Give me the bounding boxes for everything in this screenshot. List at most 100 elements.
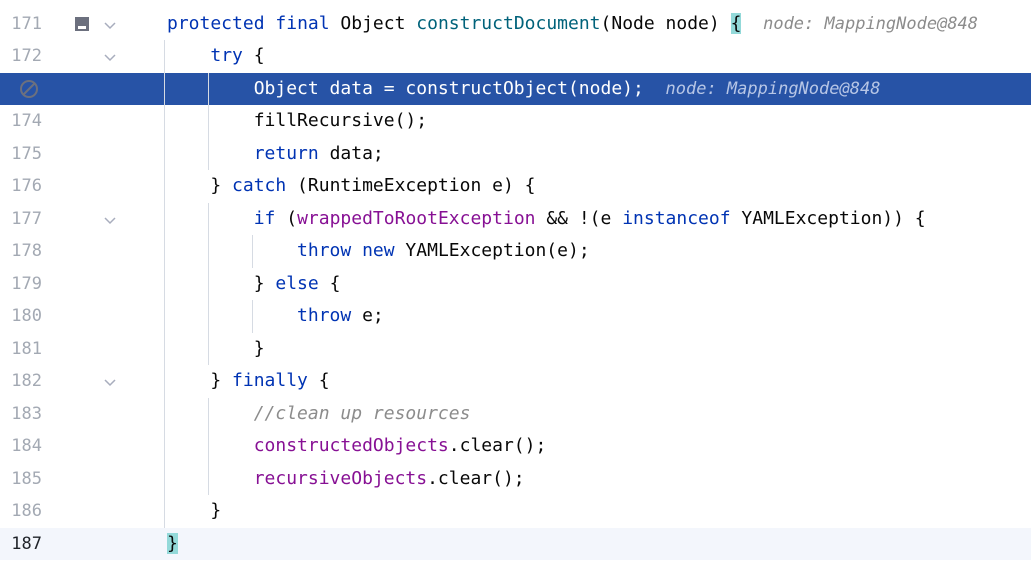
matched-brace: { — [730, 12, 742, 34]
code-token: && !(e — [535, 207, 623, 229]
line-number: 181 — [11, 338, 42, 359]
code-token — [167, 435, 254, 456]
code-line[interactable]: 177 if (wrappedToRootException && !(e in… — [0, 203, 1031, 236]
indent-guide — [252, 300, 253, 333]
code-text[interactable]: } else { — [167, 268, 341, 301]
keyword-token: throw — [297, 305, 352, 327]
code-line[interactable]: 182 } finally { — [0, 365, 1031, 398]
code-line[interactable]: 178 throw new YAMLException(e); — [0, 235, 1031, 268]
keyword-token: try — [210, 45, 243, 67]
line-number: 172 — [11, 46, 42, 67]
code-token: ( — [275, 207, 298, 229]
code-text[interactable]: constructedObjects.clear(); — [167, 430, 547, 463]
field-reference: recursiveObjects — [253, 467, 428, 489]
line-number: 171 — [11, 13, 42, 34]
indent-guide — [164, 40, 165, 528]
code-text[interactable]: } finally { — [167, 365, 330, 398]
code-token: } — [167, 272, 276, 294]
code-token — [167, 240, 297, 261]
code-line[interactable]: 186 } — [0, 495, 1031, 528]
chevron-down-icon[interactable] — [102, 212, 118, 228]
line-number: 182 — [11, 371, 42, 392]
line-number: 176 — [11, 176, 42, 197]
code-text[interactable]: fillRecursive(); — [167, 105, 427, 138]
code-text[interactable]: } — [167, 495, 221, 528]
code-line[interactable]: 179 } else { — [0, 268, 1031, 301]
code-token: YAMLException(e); — [394, 240, 590, 262]
keyword-token: throw — [297, 240, 352, 262]
code-token — [265, 13, 276, 34]
chevron-down-icon[interactable] — [102, 17, 118, 33]
code-token: .clear(); — [427, 467, 525, 489]
indent-guide — [208, 72, 209, 171]
code-line[interactable]: 171 protected final Object constructDocum… — [0, 8, 1031, 41]
chevron-down-icon[interactable] — [102, 49, 118, 65]
keyword-token: instanceof — [622, 207, 731, 229]
code-token: e; — [351, 305, 384, 327]
keyword-token: if — [253, 207, 276, 229]
code-text[interactable]: try { — [167, 40, 265, 73]
code-text[interactable]: //clean up resources — [167, 398, 471, 431]
indent-guide — [252, 235, 253, 268]
code-token: { — [242, 45, 265, 67]
code-line[interactable]: 172 try { — [0, 40, 1031, 73]
code-token — [167, 403, 254, 424]
code-text[interactable]: } — [167, 333, 265, 366]
code-token — [167, 208, 254, 229]
line-number: 186 — [11, 501, 42, 522]
code-line[interactable]: 181 } — [0, 333, 1031, 366]
code-token: Object — [329, 12, 417, 34]
code-text[interactable]: throw new YAMLException(e); — [167, 235, 590, 268]
chevron-down-icon[interactable] — [102, 374, 118, 390]
keyword-token: final — [275, 12, 330, 34]
code-token: { — [307, 370, 330, 392]
indent-guide — [208, 397, 209, 496]
line-number: 179 — [11, 273, 42, 294]
line-number: 185 — [11, 468, 42, 489]
code-text[interactable]: if (wrappedToRootException && !(e instan… — [167, 203, 926, 236]
keyword-token: return — [253, 142, 319, 164]
method-name: constructDocument — [416, 12, 601, 34]
keyword-token: catch — [232, 175, 287, 197]
code-text[interactable]: } — [167, 528, 178, 561]
field-reference: constructedObjects — [253, 435, 449, 457]
code-token — [167, 45, 210, 66]
code-text[interactable]: return data; — [167, 138, 384, 171]
code-line[interactable]: 184 constructedObjects.clear(); — [0, 430, 1031, 463]
code-token: } — [167, 337, 265, 359]
code-text[interactable]: throw e; — [167, 300, 384, 333]
code-line[interactable]: 185 recursiveObjects.clear(); — [0, 463, 1031, 496]
muted-breakpoint-icon[interactable] — [19, 79, 39, 99]
code-line[interactable]: 175 return data; — [0, 138, 1031, 171]
code-token: (RuntimeException e) { — [286, 175, 536, 197]
code-token: { — [318, 272, 341, 294]
line-number: 187 — [11, 533, 42, 554]
code-comment: //clean up resources — [253, 402, 471, 424]
line-number: 177 — [11, 208, 42, 229]
line-number: 174 — [11, 111, 42, 132]
code-token: } — [167, 370, 233, 392]
line-number: 180 — [11, 306, 42, 327]
keyword-token: new — [362, 240, 395, 262]
bookmark-icon[interactable] — [74, 16, 90, 32]
line-number: 184 — [11, 436, 42, 457]
code-line[interactable]: 187} — [0, 527, 1031, 561]
code-line[interactable]: 176 } catch (RuntimeException e) { — [0, 170, 1031, 203]
line-number: 178 — [11, 241, 42, 262]
keyword-token: finally — [232, 370, 308, 392]
code-line[interactable]: 183 //clean up resources — [0, 398, 1031, 431]
code-line[interactable]: 180 throw e; — [0, 300, 1031, 333]
code-text[interactable]: Object data = constructObject(node); nod… — [167, 73, 881, 106]
code-token: } — [167, 175, 233, 197]
code-token — [167, 143, 254, 164]
field-reference: wrappedToRootException — [297, 207, 536, 229]
code-text[interactable]: protected final Object constructDocument… — [167, 8, 978, 41]
debugger-inline-value: node: MappingNode@848 — [665, 78, 881, 99]
code-token — [167, 305, 297, 326]
code-line[interactable]: 174 fillRecursive(); — [0, 105, 1031, 138]
code-text[interactable]: } catch (RuntimeException e) { — [167, 170, 535, 203]
code-token — [351, 240, 362, 261]
code-text[interactable]: recursiveObjects.clear(); — [167, 463, 525, 496]
line-number: 175 — [11, 143, 42, 164]
execution-line[interactable]: Object data = constructObject(node); nod… — [0, 72, 1031, 106]
